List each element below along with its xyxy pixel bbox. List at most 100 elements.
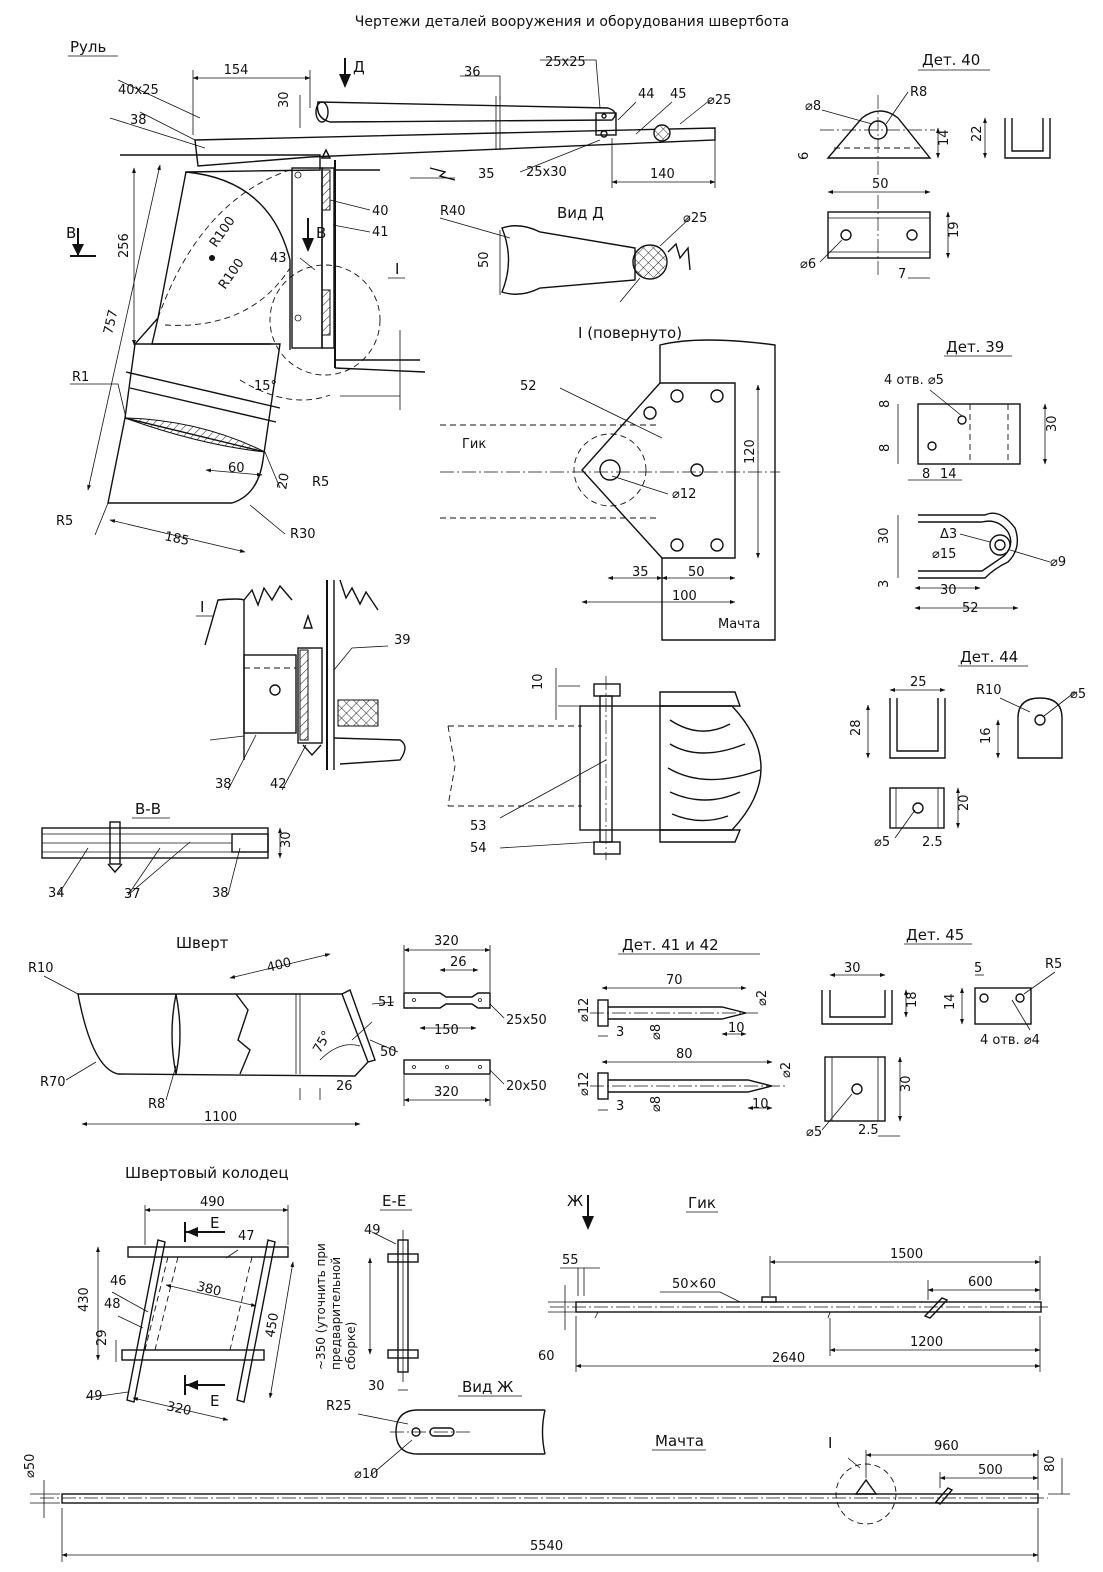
section-ee-dim: 49 [364, 1223, 381, 1238]
centerboard-dim: 50 [380, 1045, 397, 1060]
view-d-label: Вид Д [557, 204, 604, 222]
boom-dim: 55 [562, 1253, 579, 1268]
detail-41-42: Дет. 41 и 42 70 ⌀12 ⌀2 3 ⌀8 10 80 ⌀12 ⌀2… [577, 936, 794, 1114]
det45-dim: 30 [899, 1075, 914, 1092]
node-i-dim: 39 [394, 633, 411, 648]
det44-label: Дет. 44 [960, 648, 1018, 666]
rudder-dim: R1 [72, 370, 89, 385]
board-part-dim: 26 [450, 955, 467, 970]
rudder-dim: 43 [270, 251, 287, 266]
centerboard-dim: 1100 [204, 1110, 237, 1125]
section-ee-note: сборке) [344, 1322, 358, 1370]
node-mark-i: I [395, 260, 399, 278]
mast-dim: 500 [978, 1463, 1003, 1478]
detail-i-dim: 35 [632, 565, 649, 580]
mast-dim: 80 [1043, 1455, 1058, 1472]
centerboard-dim: R10 [28, 961, 54, 976]
det41-dim: 3 [616, 1025, 624, 1040]
det42-dim: ⌀8 [649, 1096, 664, 1112]
det39-dim: ⌀9 [1050, 555, 1066, 570]
mast: Мачта I ⌀50 960 500 80 5540 [23, 1432, 1070, 1562]
det41-42-label: Дет. 41 и 42 [622, 936, 719, 954]
board-part-dim: 20x50 [506, 1079, 547, 1094]
det44-dim: 2.5 [922, 835, 943, 850]
trunk-dim: 47 [238, 1229, 255, 1244]
detail-i-dim: 52 [520, 379, 537, 394]
rudder-dim: 38 [130, 113, 147, 128]
rudder-dim: 140 [650, 167, 675, 182]
det39-dim: 4 отв. ⌀5 [884, 373, 944, 388]
board-part-dim: 320 [434, 1085, 459, 1100]
rudder-dim: 154 [224, 63, 249, 78]
det40-dim: R8 [910, 85, 927, 100]
det44-dim: 16 [979, 727, 994, 744]
view-zh-dim: R25 [326, 1399, 352, 1414]
trunk-section-mark: Е [210, 1214, 219, 1232]
node-i-label: I [200, 598, 204, 616]
det45-dim: 4 отв. ⌀4 [980, 1033, 1040, 1048]
detail-i-rot-label: I (повернуто) [578, 324, 682, 342]
rudder-dim: 35 [478, 167, 495, 182]
det42-dim: 3 [616, 1099, 624, 1114]
det42-dim: 10 [752, 1097, 769, 1112]
section-bb-label: В-В [135, 800, 161, 818]
rudder-dim: R5 [56, 514, 73, 529]
rudder-dim: ⌀25 [707, 93, 731, 108]
rudder-dim: 256 [117, 233, 132, 258]
view-zh-dim: ⌀10 [354, 1467, 378, 1482]
section-bb-dim: 30 [279, 831, 294, 848]
detail-i-dim: 50 [688, 565, 705, 580]
view-d-dim: R40 [440, 204, 466, 219]
trunk-section-mark: Е [210, 1392, 219, 1410]
detail-i-rotated: I (повернуто) 52 Гик ⌀12 120 35 50 100 М… [440, 324, 780, 641]
det39-dim: 3 [877, 580, 892, 588]
det40-dim: 6 [797, 152, 812, 160]
rudder-dim: 41 [372, 225, 389, 240]
trunk-dim: 430 [77, 1287, 92, 1312]
det39-dim: 8 [922, 467, 930, 482]
sheet-title: Чертежи деталей вооружения и оборудовани… [355, 14, 789, 30]
boom: Гик Ж 55 50×60 1500 600 60 1200 2640 [538, 1192, 1048, 1372]
detail-45: Дет. 45 30 18 5 R5 14 4 отв. ⌀4 30 ⌀5 2.… [806, 926, 1062, 1140]
trunk-dim: 48 [104, 1297, 121, 1312]
det41-dim: 10 [728, 1021, 745, 1036]
detail-i-dim: 100 [672, 589, 697, 604]
det42-dim: 80 [676, 1047, 693, 1062]
boom-node-dim: 10 [531, 673, 546, 690]
mast-dim: ⌀50 [23, 1454, 38, 1478]
centerboard-trunk: Швертовый колодец 490 47 46 380 48 430 2… [77, 1164, 295, 1421]
rudder-dim: 40x25 [118, 83, 159, 98]
rudder-drawing: Руль Д [56, 38, 731, 553]
trunk-dim: 49 [86, 1389, 103, 1404]
detail-i-dim: Мачта [718, 617, 760, 632]
trunk-dim: 320 [165, 1399, 192, 1419]
centerboard-dim: 75° [310, 1029, 335, 1056]
rudder-dim: 36 [464, 65, 481, 80]
boom-dim: 600 [968, 1275, 993, 1290]
board-part-dim: 25x50 [506, 1013, 547, 1028]
view-d-dim: ⌀25 [683, 211, 707, 226]
section-ee-note: ~350 (уточнить при [314, 1243, 328, 1370]
mast-dim: 5540 [530, 1539, 563, 1554]
det39-dim: 8 [878, 444, 893, 452]
det44-dim: 20 [957, 794, 972, 811]
detail-40: Дет. 40 ⌀8 R8 6 14 22 50 19 ⌀6 7 [797, 51, 1051, 282]
node-i-dim: 42 [270, 777, 287, 792]
boom-node-dim: 54 [470, 841, 487, 856]
centerboard-label: Шверт [176, 934, 229, 952]
rudder-dim: 757 [101, 308, 121, 336]
detail-39: Дет. 39 4 отв. ⌀5 8 8 8 14 30 Δ3 30 ⌀15 … [877, 338, 1066, 616]
det40-dim: 50 [872, 177, 889, 192]
det45-dim: R5 [1045, 957, 1062, 972]
det41-dim: ⌀8 [649, 1024, 664, 1040]
view-mark-b2: В [316, 224, 326, 242]
det45-dim: 2.5 [858, 1123, 879, 1138]
section-bb: В-В 30 34 37 38 [41, 800, 294, 902]
view-d: Вид Д R40 50 ⌀25 [439, 204, 707, 303]
boom-dim: 60 [538, 1349, 555, 1364]
rudder-dim: R100 [207, 214, 239, 250]
rudder-dim: 45 [670, 87, 687, 102]
det39-dim: ⌀15 [932, 547, 956, 562]
mast-node-mark: I [828, 1434, 832, 1452]
